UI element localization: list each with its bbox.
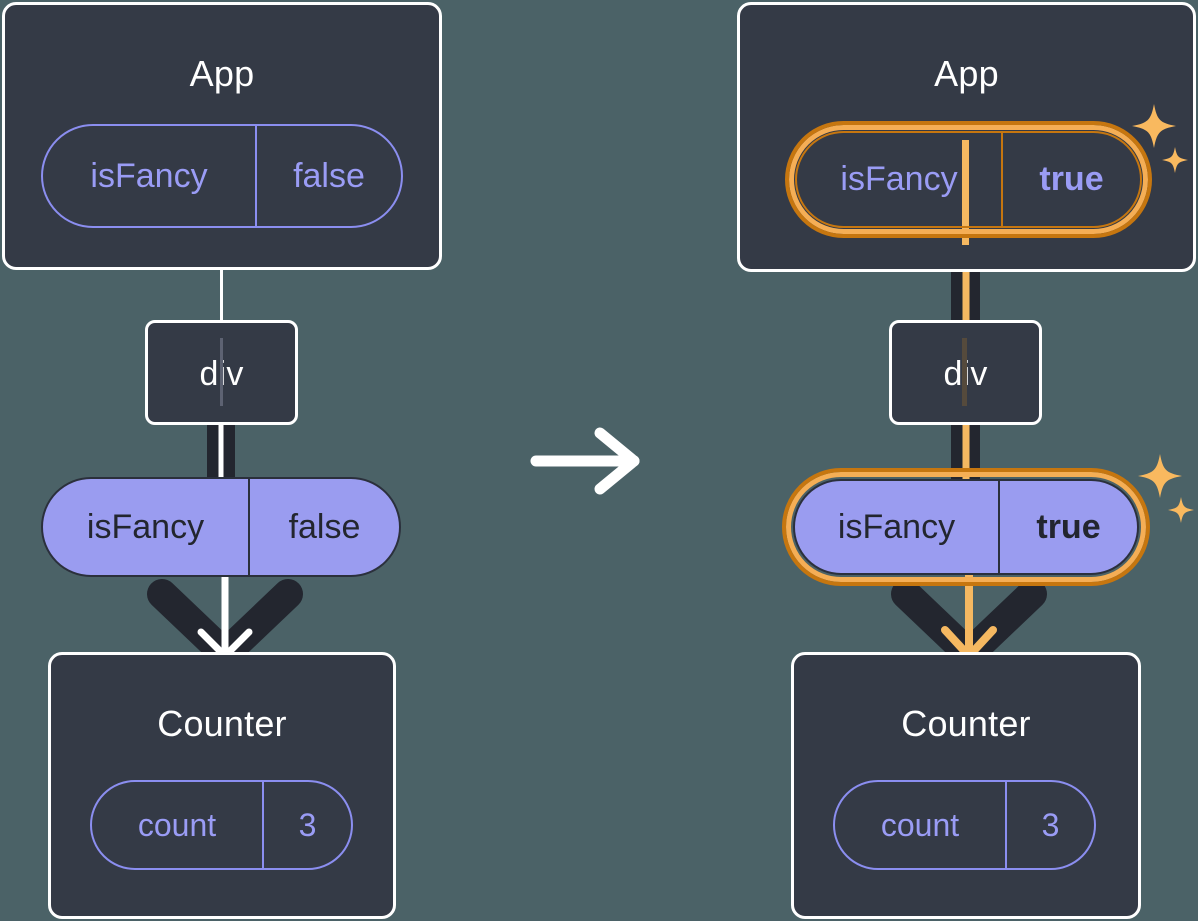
prop-pill-value: true [998,481,1137,573]
app-card-title: App [934,53,999,94]
connector-core [962,243,969,325]
connector-core [962,424,969,486]
connector-through-div-before [220,338,223,406]
state-pill-count-after: count 3 [833,780,1096,870]
connector-div-to-prop-before [207,424,235,484]
count-pill-value: 3 [1005,782,1094,868]
prop-pill-name: isFancy [86,507,205,546]
sparkle-marker-app-pill [1128,100,1190,180]
state-pill-value: true [1001,133,1140,226]
state-pill-isfancy-after[interactable]: isFancy true [795,131,1142,228]
connector-div-to-prop-after [951,424,980,486]
connector-core [218,424,224,484]
state-pill-value: false [255,126,401,226]
state-pill-name: isFancy [90,156,208,195]
state-pill-isfancy-before: isFancy false [41,124,403,228]
counter-card-before: Counter [48,652,396,919]
count-pill-name: count [880,806,960,843]
state-pill-count-before: count 3 [90,780,353,870]
connector-app-to-div-before [220,268,223,320]
count-pill-name: count [137,806,217,843]
counter-card-title: Counter [157,703,287,744]
prop-pill-isfancy-after[interactable]: isFancy true [793,479,1139,575]
sparkle-marker-prop-pill [1134,450,1196,530]
counter-card-title: Counter [901,703,1031,744]
count-pill-value: 3 [262,782,351,868]
prop-pill-isfancy-before: isFancy false [41,477,401,577]
prop-pill-name: isFancy [837,507,956,546]
app-card-title: App [189,53,255,94]
prop-pill-value: false [248,479,399,575]
transition-arrow [530,425,648,497]
connector-through-div-after [962,338,967,406]
state-pill-name: isFancy [840,160,958,198]
